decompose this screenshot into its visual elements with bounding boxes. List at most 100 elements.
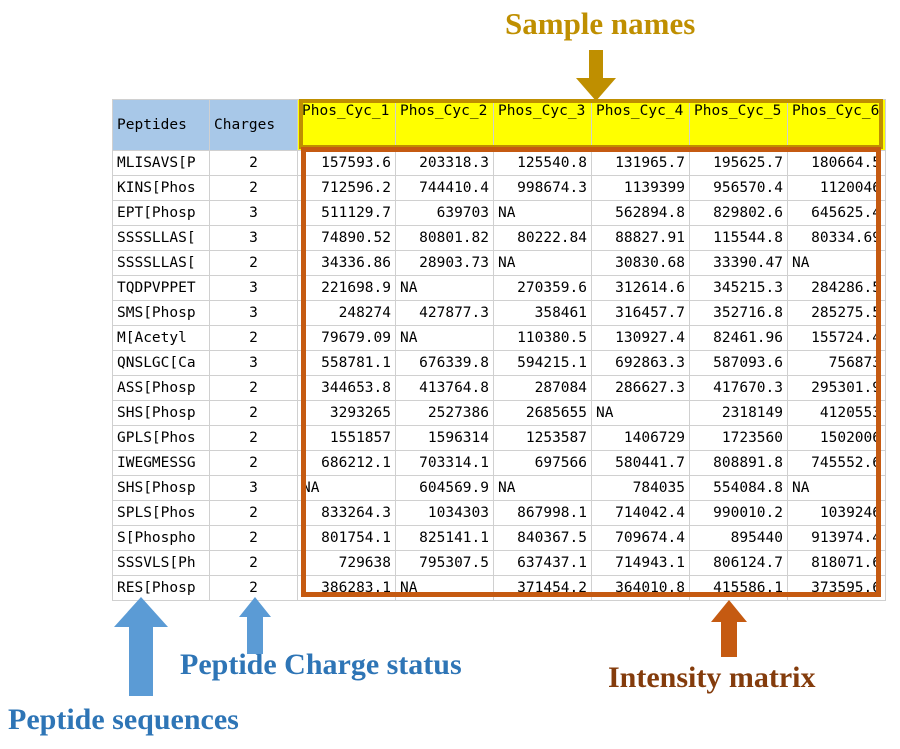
intensity-cell[interactable]: 840367.5 — [493, 525, 592, 551]
intensity-cell[interactable]: NA — [493, 475, 592, 501]
column-header-peptides[interactable]: Peptides — [112, 99, 210, 151]
intensity-cell[interactable]: 285275.5 — [787, 300, 886, 326]
intensity-cell[interactable]: 2685655 — [493, 400, 592, 426]
intensity-cell[interactable]: 79679.09 — [297, 325, 396, 351]
charge-cell[interactable]: 3 — [209, 350, 298, 376]
intensity-cell[interactable]: 604569.9 — [395, 475, 494, 501]
intensity-cell[interactable]: 825141.1 — [395, 525, 494, 551]
intensity-cell[interactable]: 808891.8 — [689, 450, 788, 476]
intensity-cell[interactable]: 364010.8 — [591, 575, 690, 601]
charge-cell[interactable]: 2 — [209, 375, 298, 401]
intensity-cell[interactable]: 2318149 — [689, 400, 788, 426]
intensity-cell[interactable]: 998674.3 — [493, 175, 592, 201]
column-header-sample-6[interactable]: Phos_Cyc_6 — [787, 99, 886, 151]
intensity-cell[interactable]: 1039246 — [787, 500, 886, 526]
charge-cell[interactable]: 2 — [209, 150, 298, 176]
intensity-cell[interactable]: 744410.4 — [395, 175, 494, 201]
intensity-cell[interactable]: 745552.6 — [787, 450, 886, 476]
intensity-cell[interactable]: 756873 — [787, 350, 886, 376]
peptide-cell[interactable]: S[Phospho — [112, 525, 210, 551]
intensity-cell[interactable]: 371454.2 — [493, 575, 592, 601]
intensity-cell[interactable]: 2527386 — [395, 400, 494, 426]
intensity-cell[interactable]: 697566 — [493, 450, 592, 476]
column-header-sample-1[interactable]: Phos_Cyc_1 — [297, 99, 396, 151]
intensity-cell[interactable]: 248274 — [297, 300, 396, 326]
intensity-cell[interactable]: 28903.73 — [395, 250, 494, 276]
intensity-cell[interactable]: 284286.5 — [787, 275, 886, 301]
charge-cell[interactable]: 2 — [209, 450, 298, 476]
intensity-cell[interactable]: 195625.7 — [689, 150, 788, 176]
peptide-cell[interactable]: RES[Phosp — [112, 575, 210, 601]
intensity-cell[interactable]: 74890.52 — [297, 225, 396, 251]
intensity-cell[interactable]: 829802.6 — [689, 200, 788, 226]
charge-cell[interactable]: 3 — [209, 275, 298, 301]
intensity-cell[interactable]: 1120046 — [787, 175, 886, 201]
intensity-cell[interactable]: 1253587 — [493, 425, 592, 451]
intensity-cell[interactable]: 82461.96 — [689, 325, 788, 351]
charge-cell[interactable]: 2 — [209, 550, 298, 576]
intensity-cell[interactable]: NA — [395, 275, 494, 301]
peptide-cell[interactable]: SHS[Phosp — [112, 475, 210, 501]
intensity-cell[interactable]: NA — [787, 250, 886, 276]
column-header-sample-4[interactable]: Phos_Cyc_4 — [591, 99, 690, 151]
charge-cell[interactable]: 3 — [209, 475, 298, 501]
peptide-cell[interactable]: SSSVLS[Ph — [112, 550, 210, 576]
intensity-cell[interactable]: 427877.3 — [395, 300, 494, 326]
intensity-cell[interactable]: 1596314 — [395, 425, 494, 451]
intensity-cell[interactable]: 639703 — [395, 200, 494, 226]
peptide-cell[interactable]: EPT[Phosp — [112, 200, 210, 226]
peptide-cell[interactable]: SHS[Phosp — [112, 400, 210, 426]
column-header-charges[interactable]: Charges — [209, 99, 298, 151]
intensity-cell[interactable]: 554084.8 — [689, 475, 788, 501]
intensity-cell[interactable]: 270359.6 — [493, 275, 592, 301]
intensity-cell[interactable]: 580441.7 — [591, 450, 690, 476]
intensity-cell[interactable]: 131965.7 — [591, 150, 690, 176]
charge-cell[interactable]: 3 — [209, 225, 298, 251]
intensity-cell[interactable]: NA — [493, 250, 592, 276]
intensity-cell[interactable]: 352716.8 — [689, 300, 788, 326]
intensity-cell[interactable]: 562894.8 — [591, 200, 690, 226]
column-header-sample-3[interactable]: Phos_Cyc_3 — [493, 99, 592, 151]
intensity-cell[interactable]: 1034303 — [395, 500, 494, 526]
intensity-cell[interactable]: 990010.2 — [689, 500, 788, 526]
peptide-cell[interactable]: ASS[Phosp — [112, 375, 210, 401]
peptide-cell[interactable]: KINS[Phos — [112, 175, 210, 201]
intensity-cell[interactable]: 712596.2 — [297, 175, 396, 201]
intensity-cell[interactable]: 316457.7 — [591, 300, 690, 326]
charge-cell[interactable]: 2 — [209, 325, 298, 351]
intensity-cell[interactable]: 594215.1 — [493, 350, 592, 376]
charge-cell[interactable]: 2 — [209, 250, 298, 276]
charge-cell[interactable]: 2 — [209, 525, 298, 551]
intensity-cell[interactable]: 358461 — [493, 300, 592, 326]
intensity-cell[interactable]: 801754.1 — [297, 525, 396, 551]
intensity-cell[interactable]: 88827.91 — [591, 225, 690, 251]
peptide-cell[interactable]: GPLS[Phos — [112, 425, 210, 451]
intensity-cell[interactable]: 34336.86 — [297, 250, 396, 276]
intensity-cell[interactable]: 386283.1 — [297, 575, 396, 601]
intensity-cell[interactable]: 80801.82 — [395, 225, 494, 251]
peptide-cell[interactable]: MLISAVS[P — [112, 150, 210, 176]
intensity-cell[interactable]: 3293265 — [297, 400, 396, 426]
intensity-cell[interactable]: 806124.7 — [689, 550, 788, 576]
intensity-cell[interactable]: 115544.8 — [689, 225, 788, 251]
charge-cell[interactable]: 2 — [209, 400, 298, 426]
intensity-cell[interactable]: 1723560 — [689, 425, 788, 451]
intensity-cell[interactable]: 30830.68 — [591, 250, 690, 276]
intensity-cell[interactable]: 714943.1 — [591, 550, 690, 576]
intensity-cell[interactable]: 1551857 — [297, 425, 396, 451]
intensity-cell[interactable]: 373595.6 — [787, 575, 886, 601]
charge-cell[interactable]: 2 — [209, 425, 298, 451]
